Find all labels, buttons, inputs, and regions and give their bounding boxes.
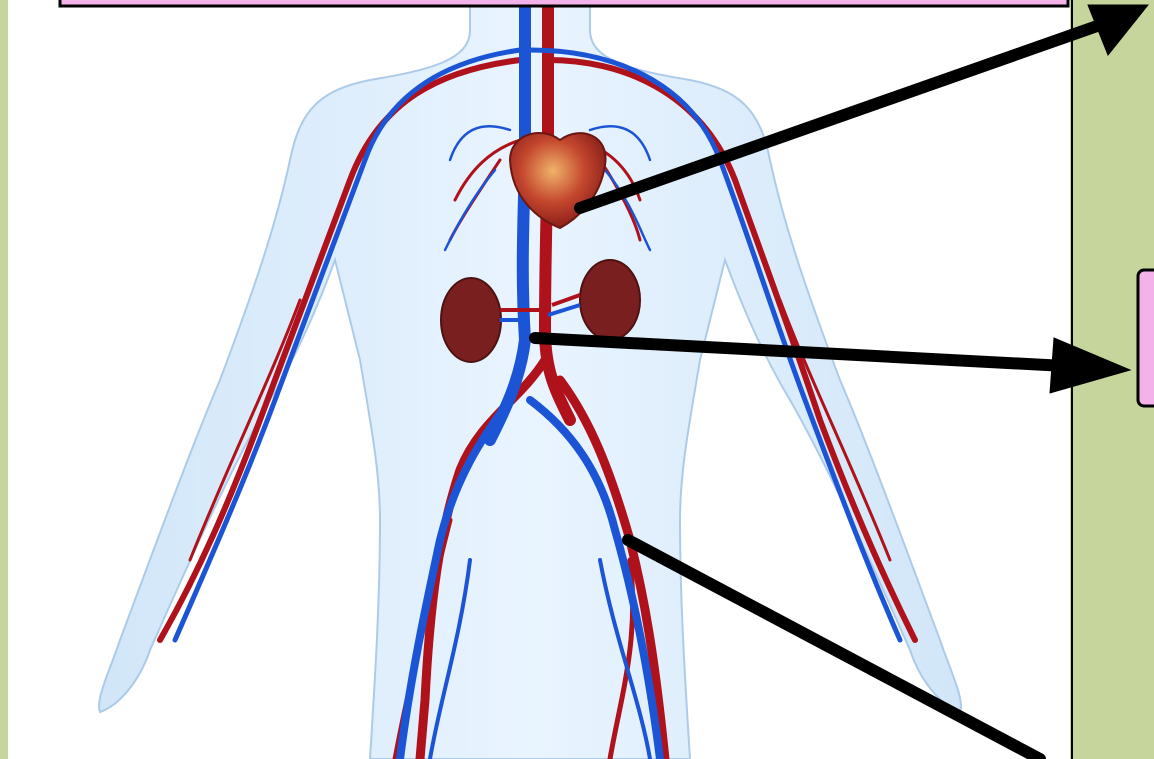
forearm-artery-right <box>780 300 890 560</box>
middle-label-box <box>1138 270 1154 406</box>
leg-pointer-arrow <box>628 540 1040 759</box>
left-kidney <box>441 278 501 362</box>
kidney-arrowhead <box>1050 338 1130 393</box>
top-label-box <box>60 0 1068 6</box>
right-kidney <box>580 260 640 340</box>
